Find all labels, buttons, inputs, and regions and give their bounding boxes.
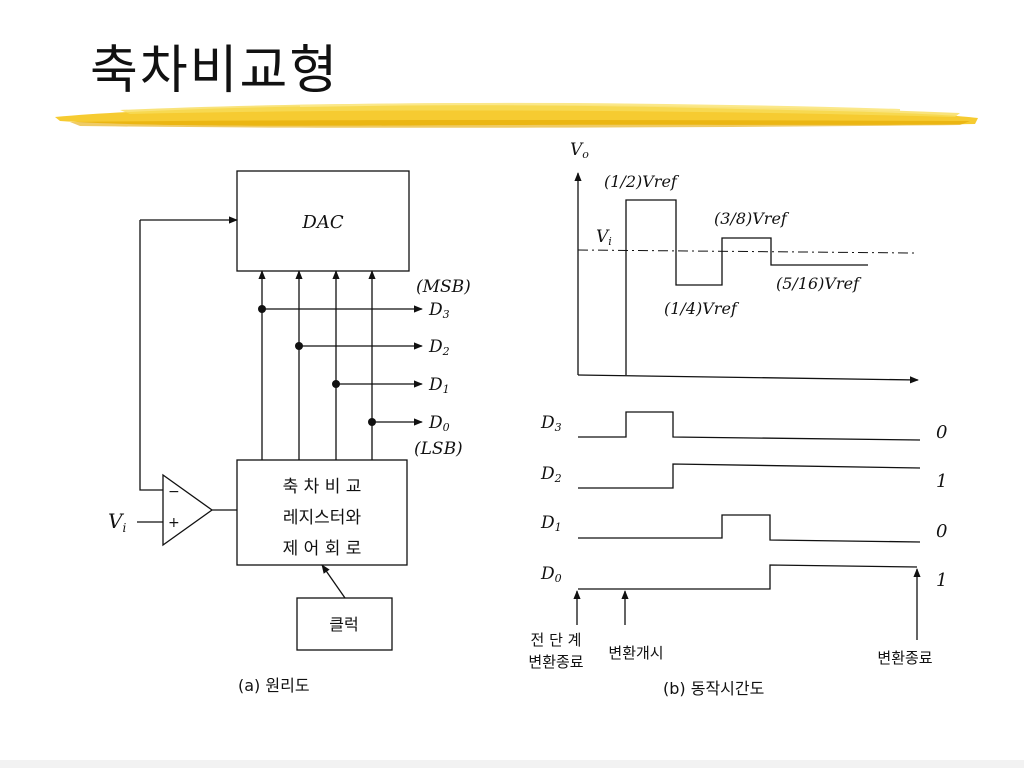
bit-label-d1: D1 [428,375,450,396]
sar-label-line3: 제 어 회 로 [283,539,362,559]
highlight-brush-stroke [55,102,978,128]
output-voltage-plot [574,172,919,384]
conv-end-label: 변환종료 [877,649,932,667]
dac-label: DAC [301,212,343,233]
caption-b: (b) 동작시간도 [663,679,764,698]
waveform-d2 [578,463,921,489]
waveform-d0 [578,564,918,590]
bit-label-d0: D0 [428,413,450,434]
vo-axis-label: Vo [570,140,589,161]
conv-start-label: 변환개시 [608,644,663,662]
vin-label: Vi [108,509,126,535]
vo-staircase [625,199,868,375]
prev-stage-label-2: 변환종료 [528,653,583,671]
half-vref-label: (1/2)Vref [604,172,680,191]
lsb-label: (LSB) [414,439,463,459]
signal-value-d3: 0 [936,422,947,443]
signal-value-d2: 1 [936,471,947,492]
comparator-symbol [162,473,214,547]
vi-level-label: Vi [596,227,612,248]
comparator-plus: + [168,515,180,531]
waveform-d1 [578,514,921,543]
junction-dots [258,305,376,426]
signal-name-d1: D1 [540,513,562,534]
sar-label-line1: 축 차 비 교 [283,477,362,497]
brush-stroke [55,102,978,128]
prev-stage-label-1: 전 단 계 [531,631,582,649]
clock-label: 클럭 [329,615,358,634]
quarter-vref-label: (1/4)Vref [664,299,740,318]
signal-name-d2: D2 [540,464,562,485]
vi-level-line [577,249,916,254]
slide-title: 축차비교형 [90,41,340,101]
bit-label-d3: D3 [428,300,450,321]
bit-label-d2: D2 [428,337,450,358]
five-sixteenths-vref-label: (5/16)Vref [776,274,862,293]
bit-waveforms [573,411,921,640]
three-eighths-vref-label: (3/8)Vref [714,209,790,228]
signal-value-d1: 0 [936,521,947,542]
signal-name-d0: D0 [540,564,562,585]
principle-diagram [137,170,423,651]
x-axis [577,374,919,384]
signal-name-d3: D3 [540,413,562,434]
slide-footer [0,760,1024,768]
caption-a: (a) 원리도 [238,676,310,695]
msb-label: (MSB) [416,277,471,297]
waveform-d3 [578,411,921,441]
signal-value-d0: 1 [936,570,947,591]
sar-label-line2: 레지스터와 [283,508,362,528]
comparator-minus: − [168,484,180,500]
